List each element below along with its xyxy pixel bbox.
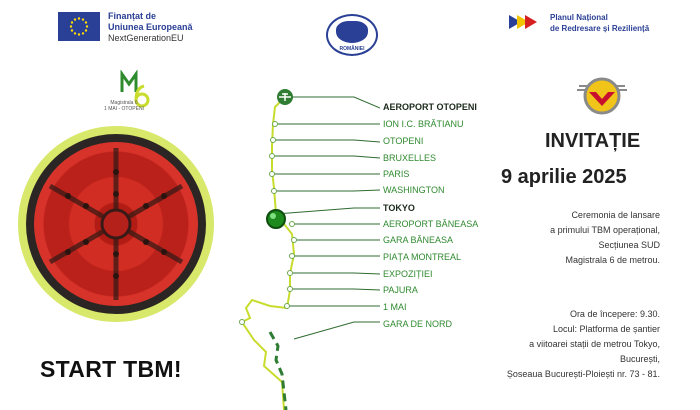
- station-otopeni: OTOPENI: [383, 136, 424, 146]
- pnrr-logo-icon: [507, 13, 543, 31]
- place-line3: București,: [619, 354, 660, 364]
- ceremony-line2: a primului TBM operațional,: [550, 225, 660, 235]
- station-paris: PARIS: [383, 169, 410, 179]
- start-time: Ora de începere: 9.30.: [569, 309, 660, 319]
- romania-government-logo: ROMÂNIEI: [326, 14, 378, 56]
- metrorex-logo-icon: [577, 76, 627, 118]
- place-line1: Locul: Platforma de șantier: [552, 324, 660, 334]
- start-tbm-heading: START TBM!: [40, 356, 182, 382]
- ceremony-line1: Ceremonia de lansare: [571, 210, 660, 220]
- crest-label: ROMÂNIEI: [339, 46, 365, 52]
- eu-funding-line3: NextGenerationEU: [108, 33, 184, 43]
- m6-caption-line2: 1 MAI - OTOPENI: [104, 106, 144, 112]
- station-1-mai: 1 MAI: [383, 302, 407, 312]
- station-gara-baneasa: GARA BĂNEASA: [383, 235, 454, 245]
- ceremony-line3: Secțiunea SUD: [598, 240, 660, 250]
- ceremony-line4: Magistrala 6 de metrou.: [565, 255, 660, 265]
- eu-funding-line1: Finanțat de: [108, 11, 157, 21]
- station-ion-ic-bratianu: ION I.C. BRĂTIANU: [383, 119, 464, 129]
- invitation-title: INVITAȚIE: [545, 130, 641, 152]
- station-washington: WASHINGTON: [383, 185, 445, 195]
- place-line2: a viitoarei stații de metrou Tokyo,: [529, 339, 660, 349]
- eu-funding-text: Finanțat de Uniunea Europeană NextGenera…: [108, 11, 193, 44]
- m6-caption: Magistrala 6 1 MAI - OTOPENI: [84, 100, 164, 112]
- station-aeroport-otopeni: AEROPORT OTOPENI: [383, 102, 477, 112]
- station-aeroport-baneasa: AEROPORT BĂNEASA: [383, 219, 479, 229]
- coat-of-arms-icon: [336, 21, 368, 43]
- eu-flag-icon: [58, 12, 100, 41]
- station-pajura: PAJURA: [383, 285, 418, 295]
- station-gara-de-nord: GARA DE NORD: [383, 319, 453, 329]
- station-bruxelles: BRUXELLES: [383, 153, 437, 163]
- station-piata-montreal: PIAȚA MONTREAL: [383, 252, 462, 262]
- pnrr-line1: Planul Național: [550, 13, 608, 22]
- event-date: 9 aprilie 2025: [501, 166, 627, 188]
- eu-funding-line2: Uniunea Europeană: [108, 22, 193, 32]
- place-line4: Șoseaua București-Ploiești nr. 73 - 81.: [506, 369, 660, 379]
- tbm-cutter-head-image: [34, 142, 198, 306]
- metro-line-diagram: [239, 89, 380, 410]
- event-details: Ora de începere: 9.30. Locul: Platforma …: [440, 307, 660, 382]
- pnrr-line2: de Redresare și Reziliență: [550, 24, 650, 33]
- ceremony-description: Ceremonia de lansare a primului TBM oper…: [470, 208, 660, 268]
- pnrr-text: Planul Național de Redresare și Rezilien…: [550, 12, 649, 34]
- m6-logo-icon: [120, 69, 150, 110]
- station-tokyo: TOKYO: [383, 203, 415, 213]
- m6-caption-line1: Magistrala 6: [110, 100, 138, 106]
- station-expozitiei: EXPOZIȚIEI: [383, 269, 433, 279]
